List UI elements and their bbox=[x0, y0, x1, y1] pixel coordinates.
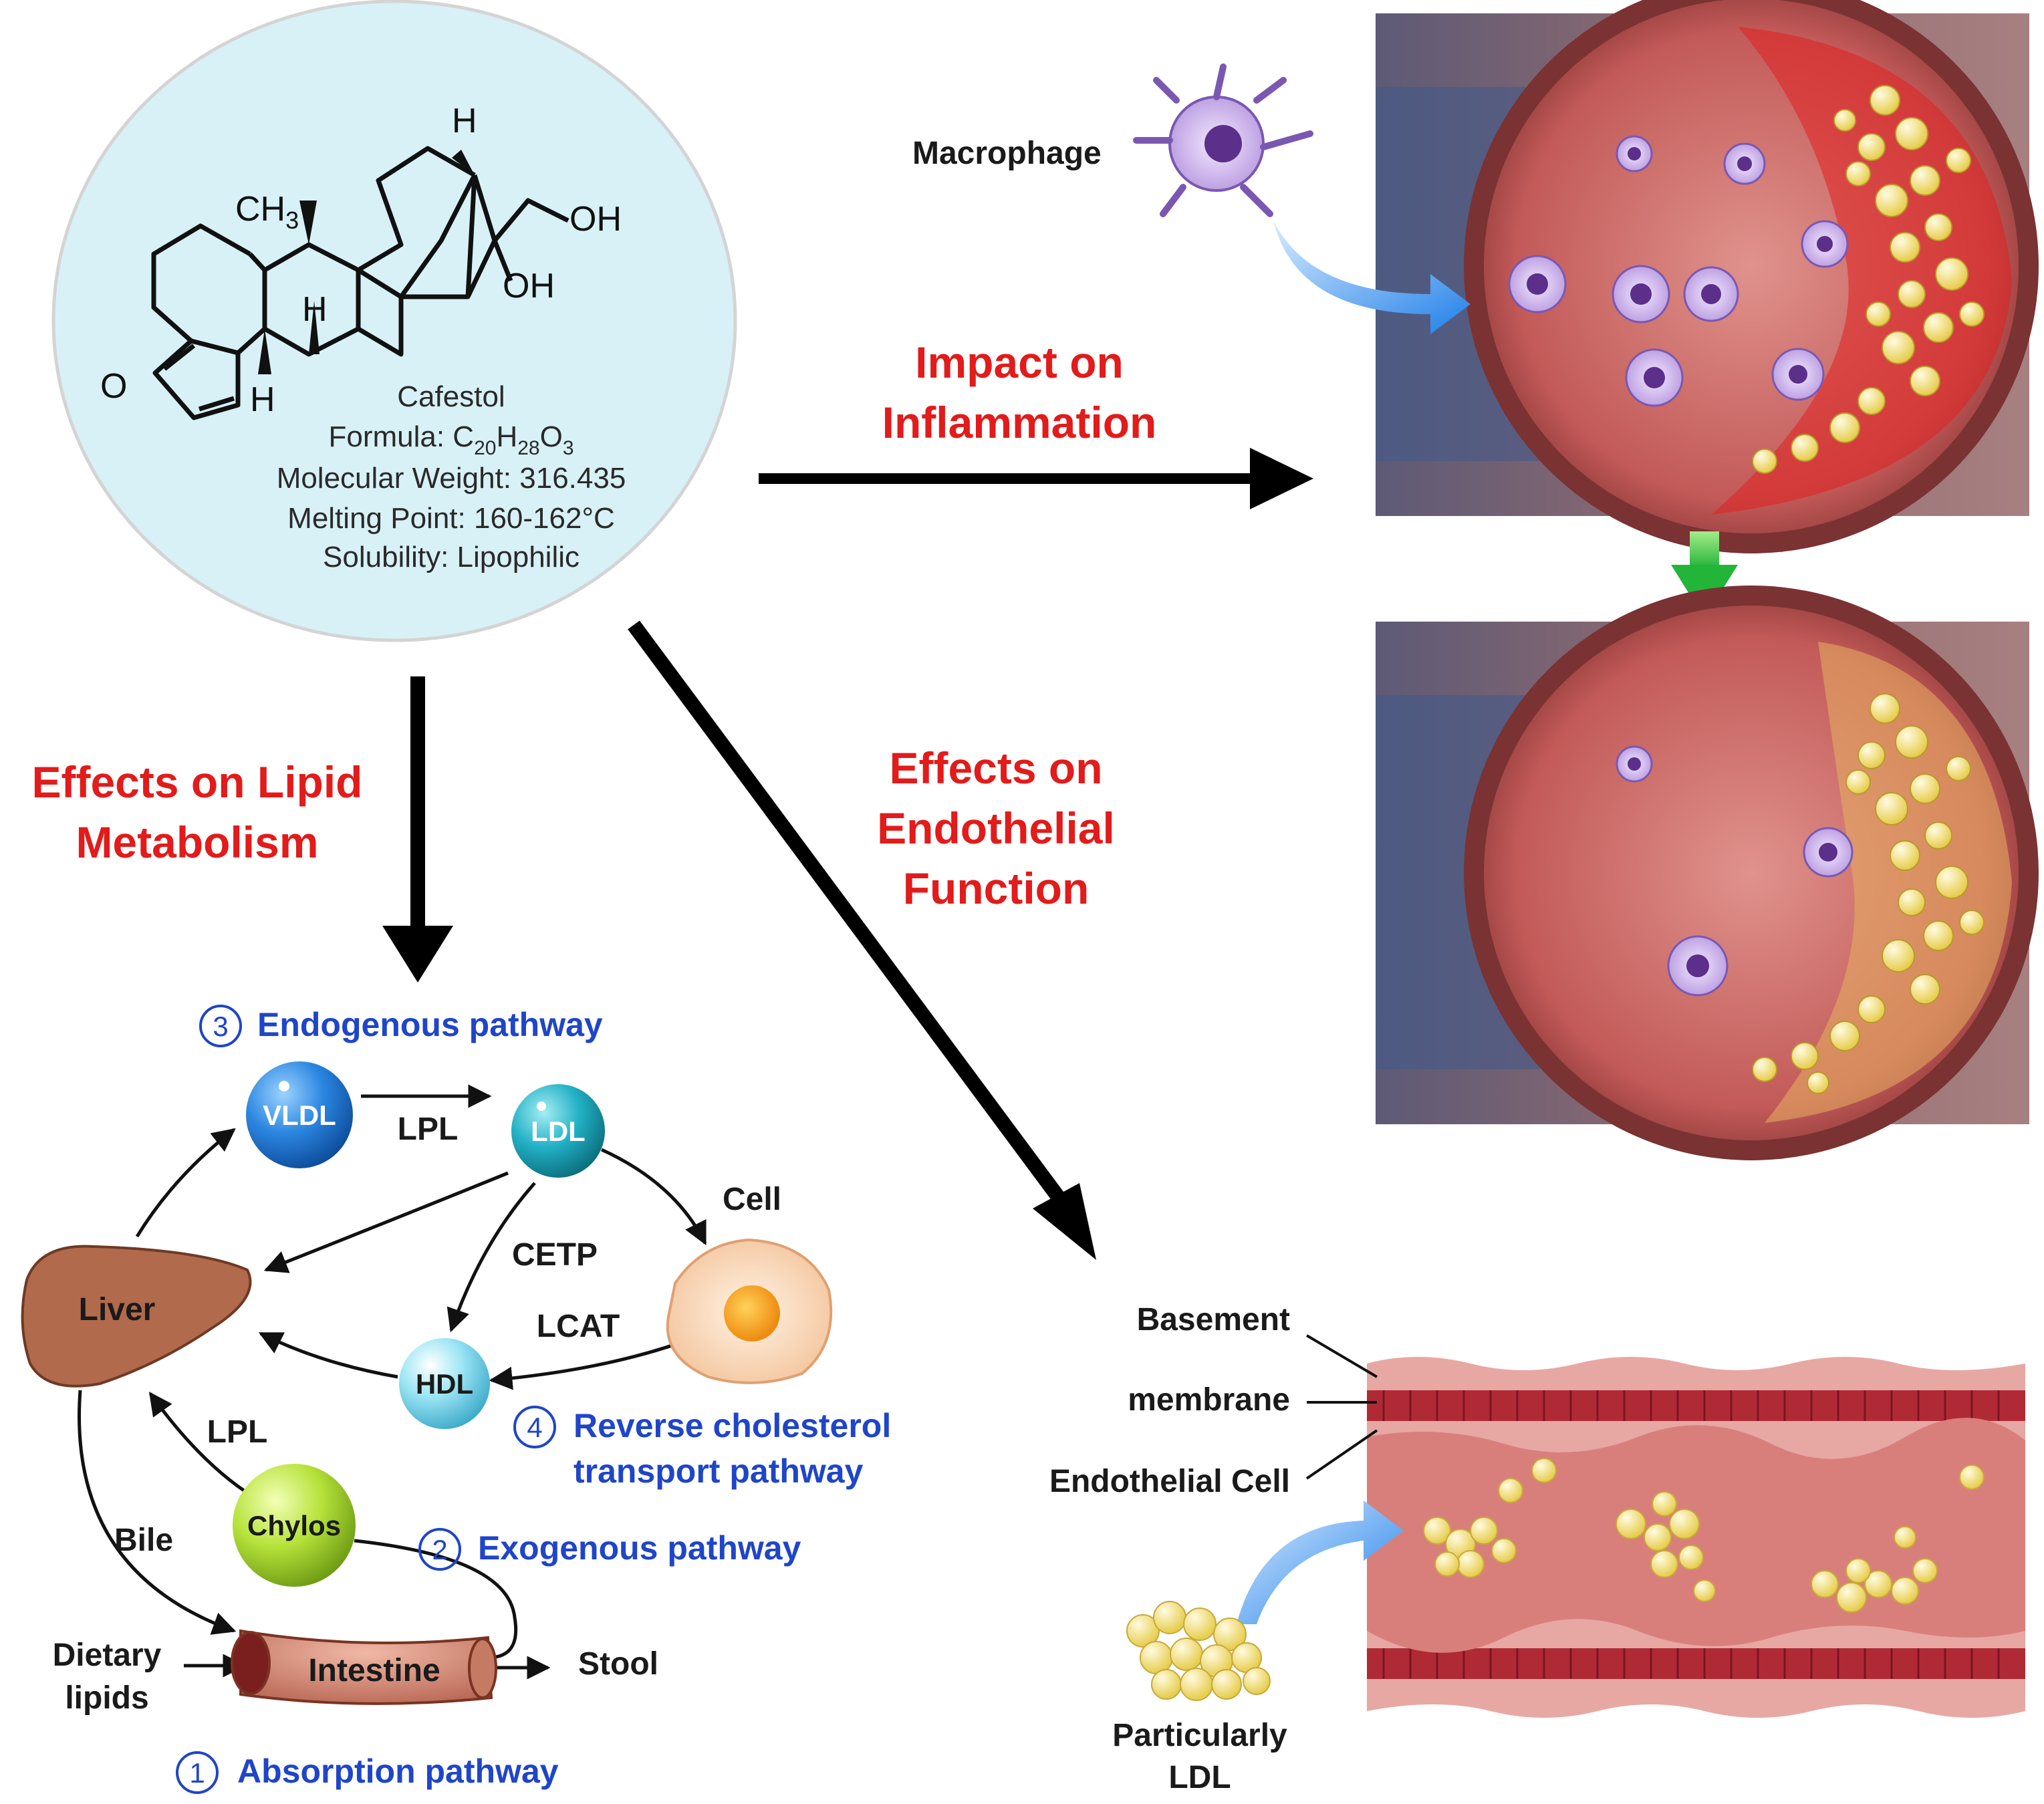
pathway-reverse: 4 Reverse cholesterol transport pathway bbox=[513, 1406, 891, 1490]
lpl-left-label: LPL bbox=[207, 1414, 268, 1450]
lipid-label-line1: Effects on Lipid bbox=[32, 757, 363, 807]
chylos-label: Chylos bbox=[247, 1510, 341, 1541]
pathway-arrows bbox=[78, 1084, 707, 1680]
reverse-num: 4 bbox=[527, 1412, 542, 1443]
vldl-label: VLDL bbox=[263, 1100, 336, 1131]
arrow-to-inflammation bbox=[1250, 448, 1313, 509]
furan-o-label: O bbox=[100, 367, 127, 406]
h-mid-label: H bbox=[302, 290, 328, 329]
endothelial-cell-label: Endothelial Cell bbox=[1049, 1464, 1290, 1499]
cetp-label: CETP bbox=[512, 1237, 598, 1273]
ldl-in-vessel bbox=[1423, 1458, 1985, 1613]
lipid-label-line2: Metabolism bbox=[76, 817, 318, 867]
endogenous-label: Endogenous pathway bbox=[257, 1006, 603, 1043]
basement-label: Basement bbox=[1137, 1302, 1290, 1337]
compound-formula: Formula: C20H28O3 bbox=[328, 420, 573, 459]
pathway-exogenous: 2 Exogenous pathway bbox=[418, 1528, 801, 1571]
endogenous-num: 3 bbox=[213, 1011, 228, 1042]
vessel-panel-inflamed: Macrophage bbox=[912, 0, 2039, 553]
arrow-cell-hdl bbox=[489, 1340, 682, 1390]
compound-properties: Cafestol Formula: C20H28O3 Molecular Wei… bbox=[277, 380, 626, 573]
ldl-label: LDL bbox=[531, 1116, 586, 1147]
oh-label-2: OH bbox=[503, 267, 555, 305]
particularly-label: Particularly bbox=[1112, 1718, 1287, 1753]
macrophage-entering bbox=[1133, 63, 1471, 334]
oh-label-1: OH bbox=[569, 200, 622, 239]
endothelial-label-line2: Endothelial bbox=[877, 803, 1115, 853]
hdl-node: HDL bbox=[399, 1338, 490, 1429]
liver-label: Liver bbox=[79, 1292, 156, 1327]
arrow-liver-vldl bbox=[135, 1128, 236, 1238]
cell-label: Cell bbox=[723, 1182, 781, 1217]
particularly-ldl-label: LDL bbox=[1168, 1760, 1231, 1795]
chylos-node: Chylos bbox=[233, 1464, 356, 1587]
cafestol-structure bbox=[151, 146, 569, 420]
entering-arrow bbox=[1273, 221, 1471, 334]
vessel-panel-reduced bbox=[1376, 586, 2039, 1160]
arrow-to-lipid bbox=[382, 926, 453, 983]
dietary-label-2: lipids bbox=[65, 1680, 148, 1716]
macrophage-label: Macrophage bbox=[912, 136, 1102, 171]
structure-labels: H CH3 OH OH H H O bbox=[100, 102, 622, 419]
cell-node: Cell bbox=[666, 1182, 833, 1384]
ldl-entry-arrow bbox=[1237, 1501, 1404, 1624]
ldl-cluster bbox=[1126, 1601, 1271, 1701]
bile-label: Bile bbox=[114, 1523, 173, 1558]
cafestol-info-bubble bbox=[51, 0, 737, 642]
lipid-plaque-2 bbox=[1752, 693, 1985, 1094]
exogenous-num: 2 bbox=[432, 1534, 447, 1565]
endothelial-label-line1: Effects on bbox=[889, 743, 1102, 793]
arrow-liver-intestine bbox=[78, 1390, 237, 1635]
inflammation-label-line2: Inflammation bbox=[882, 398, 1157, 447]
absorption-num: 1 bbox=[189, 1757, 205, 1789]
arrow-ldl-hdl bbox=[446, 1182, 536, 1333]
absorption-label: Absorption pathway bbox=[237, 1753, 559, 1790]
pathway-endogenous: 3 Endogenous pathway bbox=[199, 1005, 603, 1047]
arrow-ldl-cell bbox=[600, 1148, 707, 1246]
inflammation-label-line1: Impact on bbox=[915, 338, 1124, 387]
compound-melting-point: Melting Point: 160-162°C bbox=[287, 502, 615, 535]
main-arrows bbox=[382, 448, 1313, 1260]
exogenous-label: Exogenous pathway bbox=[478, 1529, 801, 1567]
arrow-ldl-liver bbox=[263, 1171, 509, 1273]
reverse-label-1: Reverse cholesterol bbox=[573, 1407, 891, 1444]
endothelial-label-line3: Function bbox=[903, 864, 1090, 913]
lipid-plaque-1 bbox=[1752, 85, 1985, 474]
stool-label: Stool bbox=[578, 1646, 658, 1682]
compound-molecular-weight: Molecular Weight: 316.435 bbox=[277, 462, 626, 495]
intestine-node: Intestine bbox=[231, 1629, 497, 1705]
macrophage-nuclei-2 bbox=[1628, 757, 1837, 977]
lcat-label: LCAT bbox=[537, 1309, 620, 1344]
vldl-node: VLDL bbox=[246, 1061, 353, 1168]
endothelium-panel: Basement membrane Endothelial Cell Parti… bbox=[1049, 1302, 2025, 1795]
arrow-chylos-liver bbox=[148, 1392, 255, 1499]
membrane-stripes bbox=[1382, 1390, 2000, 1679]
membrane-label: membrane bbox=[1128, 1382, 1290, 1418]
pathway-absorption: 1 Absorption pathway bbox=[176, 1751, 559, 1794]
macrophage-nuclei-1 bbox=[1527, 147, 1833, 388]
ch3-label: CH3 bbox=[235, 190, 299, 234]
lpl-top-label: LPL bbox=[398, 1112, 459, 1147]
compound-name: Cafestol bbox=[397, 380, 505, 413]
reverse-label-2: transport pathway bbox=[573, 1452, 864, 1490]
lipid-pathway-diagram: VLDL LDL HDL Chylos Liver Intestine bbox=[21, 1005, 891, 1794]
compound-solubility: Solubility: Lipophilic bbox=[323, 541, 580, 573]
effect-labels: Impact on Inflammation Effects on Lipid … bbox=[32, 338, 1157, 913]
dietary-label-1: Dietary bbox=[53, 1638, 162, 1673]
arrow-to-endothelial bbox=[1033, 1183, 1096, 1260]
intestine-label: Intestine bbox=[308, 1653, 440, 1688]
leader-lines bbox=[1305, 1334, 1378, 1480]
h-top-label: H bbox=[452, 102, 477, 140]
hdl-label: HDL bbox=[416, 1368, 473, 1400]
ldl-node: LDL bbox=[511, 1084, 605, 1178]
liver-node: Liver bbox=[21, 1245, 252, 1388]
h-low-label: H bbox=[250, 380, 275, 419]
arrow-hdl-liver bbox=[258, 1331, 398, 1379]
